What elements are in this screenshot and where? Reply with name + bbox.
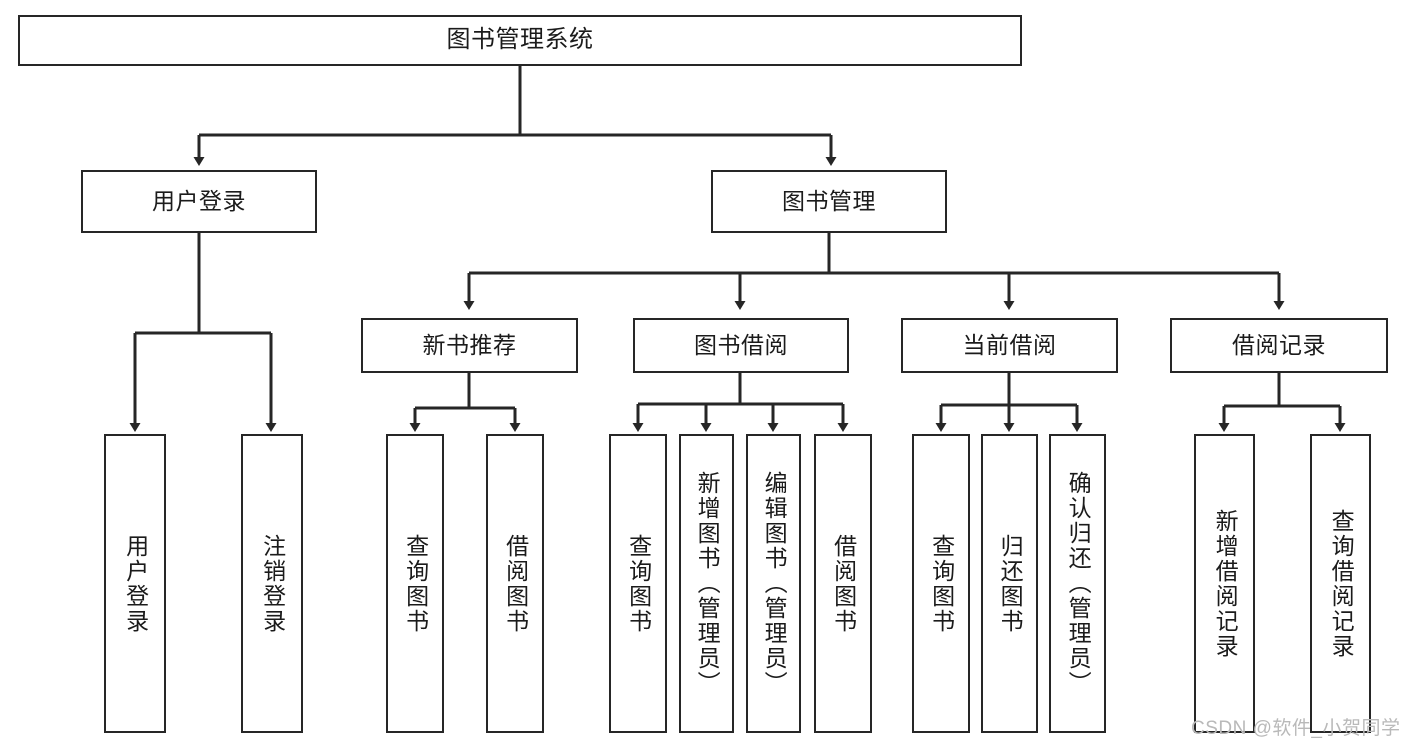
leaf-book-borrow-query[interactable]: 查询图书 bbox=[609, 434, 667, 733]
node-label: 查询借阅记录 bbox=[1328, 508, 1355, 659]
leaf-new-book-borrow[interactable]: 借阅图书 bbox=[486, 434, 544, 733]
leaf-book-borrow-add[interactable]: 新增图书（管理员） bbox=[679, 434, 734, 733]
leaf-current-borrow-query[interactable]: 查询图书 bbox=[912, 434, 970, 733]
node-label: 借阅记录 bbox=[1232, 331, 1326, 358]
node-label: 新增借阅记录 bbox=[1212, 508, 1239, 659]
node-label: 查询图书 bbox=[625, 533, 652, 634]
node-label: 用户登录 bbox=[152, 187, 246, 214]
node-root-system[interactable]: 图书管理系统 bbox=[18, 15, 1022, 66]
leaf-new-book-query[interactable]: 查询图书 bbox=[386, 434, 444, 733]
node-current-borrow[interactable]: 当前借阅 bbox=[901, 318, 1118, 373]
leaf-current-borrow-confirm-return[interactable]: 确认归还（管理员） bbox=[1049, 434, 1106, 733]
watermark-text: CSDN @软件_小贺同学 bbox=[1191, 718, 1401, 739]
node-book-management[interactable]: 图书管理 bbox=[711, 170, 947, 233]
leaf-book-borrow-edit[interactable]: 编辑图书（管理员） bbox=[746, 434, 801, 733]
leaf-book-borrow-borrow[interactable]: 借阅图书 bbox=[814, 434, 872, 733]
node-label: 用户登录 bbox=[122, 533, 149, 634]
node-label: 图书管理 bbox=[782, 187, 876, 214]
node-label: 图书管理系统 bbox=[446, 26, 594, 54]
node-user-login[interactable]: 用户登录 bbox=[81, 170, 317, 233]
node-label: 借阅图书 bbox=[502, 533, 529, 634]
node-label: 注销登录 bbox=[259, 533, 286, 634]
node-new-book-recommend[interactable]: 新书推荐 bbox=[361, 318, 578, 373]
leaf-user-login-logout[interactable]: 注销登录 bbox=[241, 434, 303, 733]
node-label: 借阅图书 bbox=[830, 533, 857, 634]
node-label: 查询图书 bbox=[928, 533, 955, 634]
node-label: 新增图书（管理员） bbox=[694, 471, 721, 696]
node-label: 确认归还（管理员） bbox=[1065, 471, 1092, 696]
leaf-borrow-record-add[interactable]: 新增借阅记录 bbox=[1194, 434, 1255, 733]
node-label: 新书推荐 bbox=[422, 331, 517, 358]
csdn-watermark: CSDN @软件_小贺同学 bbox=[1191, 713, 1400, 740]
node-label: 图书借阅 bbox=[694, 331, 788, 358]
node-label: 当前借阅 bbox=[962, 331, 1057, 358]
node-label: 编辑图书（管理员） bbox=[761, 471, 788, 696]
node-book-borrow[interactable]: 图书借阅 bbox=[633, 318, 849, 373]
node-borrow-record[interactable]: 借阅记录 bbox=[1170, 318, 1388, 373]
leaf-current-borrow-return[interactable]: 归还图书 bbox=[981, 434, 1038, 733]
leaf-user-login-login[interactable]: 用户登录 bbox=[104, 434, 166, 733]
node-label: 查询图书 bbox=[402, 533, 429, 634]
leaf-borrow-record-query[interactable]: 查询借阅记录 bbox=[1310, 434, 1371, 733]
node-label: 归还图书 bbox=[997, 533, 1024, 634]
